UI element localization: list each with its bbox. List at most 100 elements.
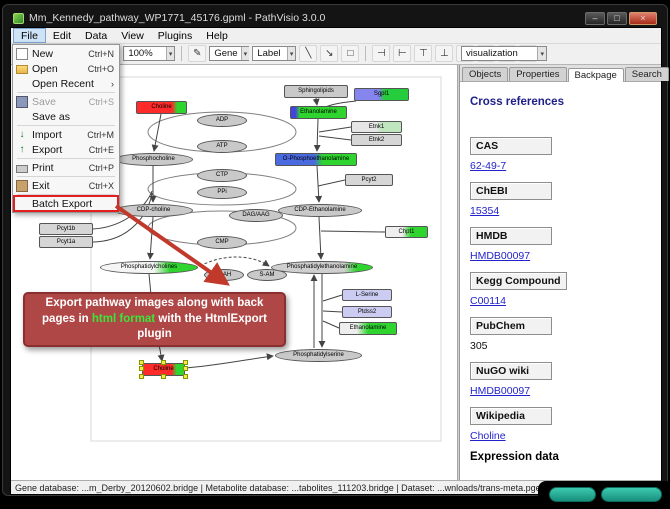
- zoom-value: 100%: [128, 48, 153, 60]
- sidebar-tabs: ObjectsPropertiesBackpageSearchLegend: [460, 64, 670, 82]
- visualization-select[interactable]: visualization ▾: [461, 46, 547, 61]
- selection-handle[interactable]: [139, 359, 144, 365]
- align-top-button[interactable]: ⊤: [414, 45, 433, 63]
- close-button[interactable]: ×: [629, 11, 657, 25]
- chevron-down-icon: ▾: [286, 47, 296, 61]
- pathway-node-pcyt1a[interactable]: Pcyt1a: [39, 235, 93, 248]
- expression-data-heading: Expression data: [470, 450, 559, 463]
- datanode-type-select[interactable]: Gene ▾: [209, 46, 250, 62]
- pathway-node-phosphatidylethanolamine[interactable]: Phosphatidylethanolamine: [271, 260, 373, 274]
- crossref-link[interactable]: C00114: [470, 294, 507, 307]
- menu-item-save-as[interactable]: Save as: [14, 109, 118, 124]
- pathway-node-choline[interactable]: Choline: [139, 359, 188, 379]
- crossref-value: 305: [470, 339, 488, 352]
- annotation-highlight: html format: [91, 312, 156, 325]
- pathway-node-ptdss2[interactable]: Ptdss2: [342, 305, 392, 318]
- pathway-node-ppi[interactable]: PPi: [197, 185, 247, 199]
- pathway-node-phosphatidylserine[interactable]: Phosphatidylserine: [275, 348, 362, 362]
- label-tool-select[interactable]: Label ▾: [252, 46, 297, 62]
- menu-plugins[interactable]: Plugins: [157, 29, 193, 42]
- line-tool-button[interactable]: ╲: [299, 45, 318, 63]
- menu-item-print[interactable]: Print Ctrl+P: [14, 160, 118, 175]
- maximize-button[interactable]: □: [607, 11, 627, 25]
- pathway-node-ethanolamine[interactable]: Ethanolamine: [290, 105, 347, 119]
- pathway-node-cmp[interactable]: CMP: [197, 235, 247, 249]
- pathway-node-pcyt1b[interactable]: Pcyt1b: [39, 222, 93, 235]
- tab-objects[interactable]: Objects: [462, 66, 509, 81]
- selection-handle[interactable]: [183, 359, 188, 365]
- pathway-node-sgpl1[interactable]: Sgpl1: [354, 87, 409, 101]
- tab-backpage[interactable]: Backpage: [567, 67, 624, 82]
- datanode-type-value: Gene: [214, 48, 238, 60]
- pathway-node-s-ah[interactable]: S-AH: [204, 268, 244, 281]
- pathway-node-sphingolipids[interactable]: Sphingolipids: [284, 84, 348, 98]
- selection-handle[interactable]: [139, 373, 144, 379]
- pathway-node-atp[interactable]: ATP: [197, 139, 247, 153]
- edit-tool-button[interactable]: ✎: [188, 45, 207, 63]
- menu-file[interactable]: File: [13, 28, 46, 43]
- crossref-link[interactable]: Choline: [470, 429, 506, 442]
- pathway-node-ctp[interactable]: CTP: [197, 168, 247, 182]
- pathway-node-cdp-ethanolamine[interactable]: CDP-Ethanolamine: [278, 203, 362, 217]
- arrow-tool-button[interactable]: ↘: [320, 45, 339, 63]
- menu-item-open-recent[interactable]: Open Recent›: [14, 76, 118, 91]
- pathway-node-etnk1[interactable]: Etnk1: [351, 120, 402, 133]
- pathway-node-etnk2[interactable]: Etnk2: [351, 133, 402, 146]
- pathway-node-s-am[interactable]: S-AM: [247, 268, 287, 281]
- menu-edit[interactable]: Edit: [52, 29, 72, 42]
- crossref-link[interactable]: HMDB00097: [470, 249, 531, 262]
- pathway-node-ethanolamine[interactable]: Ethanolamine: [339, 321, 397, 335]
- selection-handle[interactable]: [183, 366, 188, 372]
- menu-item-label: Import: [32, 128, 62, 141]
- pathway-node-phosphatidylcholines[interactable]: Phosphatidylcholines: [100, 260, 198, 274]
- zoom-select[interactable]: 100% ▾: [123, 46, 176, 62]
- tab-properties[interactable]: Properties: [509, 66, 567, 81]
- crossref-link[interactable]: 62-49-7: [470, 159, 507, 172]
- align-right-button[interactable]: ⊢: [393, 45, 412, 63]
- menu-data[interactable]: Data: [85, 29, 108, 42]
- selection-handle[interactable]: [183, 373, 188, 379]
- new-doc-icon: [16, 47, 28, 60]
- pathway-node-o-phosphoethanolamine[interactable]: O-Phosphoethanolamine: [275, 152, 357, 166]
- menu-help[interactable]: Help: [206, 29, 228, 42]
- pathway-edges: [90, 76, 442, 442]
- crossref-source: ChEBI: [470, 181, 552, 200]
- pathway-node-cdp-choline[interactable]: CDP-choline: [114, 203, 193, 217]
- pathway-node-phosphocholine[interactable]: Phosphocholine: [114, 152, 193, 166]
- menu-item-shortcut: Ctrl+E: [88, 144, 114, 155]
- overlay-button-1[interactable]: [549, 487, 596, 502]
- pathway-node-chpt1[interactable]: Chpt1: [385, 225, 428, 238]
- minimize-button[interactable]: –: [585, 11, 605, 25]
- panel-splitter[interactable]: [457, 64, 459, 481]
- selection-handle[interactable]: [160, 373, 166, 379]
- menu-item-batch-export[interactable]: Batch Export: [13, 195, 119, 212]
- menu-item-shortcut: Ctrl+N: [88, 48, 114, 59]
- annotation-text: Export pathway images along with back pa…: [37, 296, 272, 343]
- menu-item-label: Print: [32, 161, 54, 174]
- overlay-button-2[interactable]: [601, 487, 662, 502]
- pathway-node-choline[interactable]: Choline: [136, 100, 187, 114]
- align-bottom-button[interactable]: ⊥: [435, 45, 454, 63]
- shapes-tool-button[interactable]: □: [341, 45, 360, 63]
- tab-search[interactable]: Search: [624, 66, 669, 81]
- crossref-link[interactable]: 15354: [470, 204, 500, 217]
- crossref-link[interactable]: HMDB00097: [470, 384, 531, 397]
- align-left-button[interactable]: ⊣: [372, 45, 391, 63]
- menu-item-shortcut: Ctrl+P: [88, 162, 114, 173]
- pathway-node-dag-aag[interactable]: DAG/AAG: [229, 208, 283, 222]
- pathway-node-adp[interactable]: ADP: [197, 113, 247, 127]
- pathway-node-l-serine[interactable]: L-Serine: [342, 288, 392, 301]
- selection-handle[interactable]: [160, 359, 166, 365]
- pathway-node-pcyt2[interactable]: Pcyt2: [345, 173, 393, 186]
- crossref-source: NuGO wiki: [470, 361, 552, 380]
- menu-view[interactable]: View: [121, 29, 144, 42]
- selection-handle[interactable]: [139, 366, 144, 372]
